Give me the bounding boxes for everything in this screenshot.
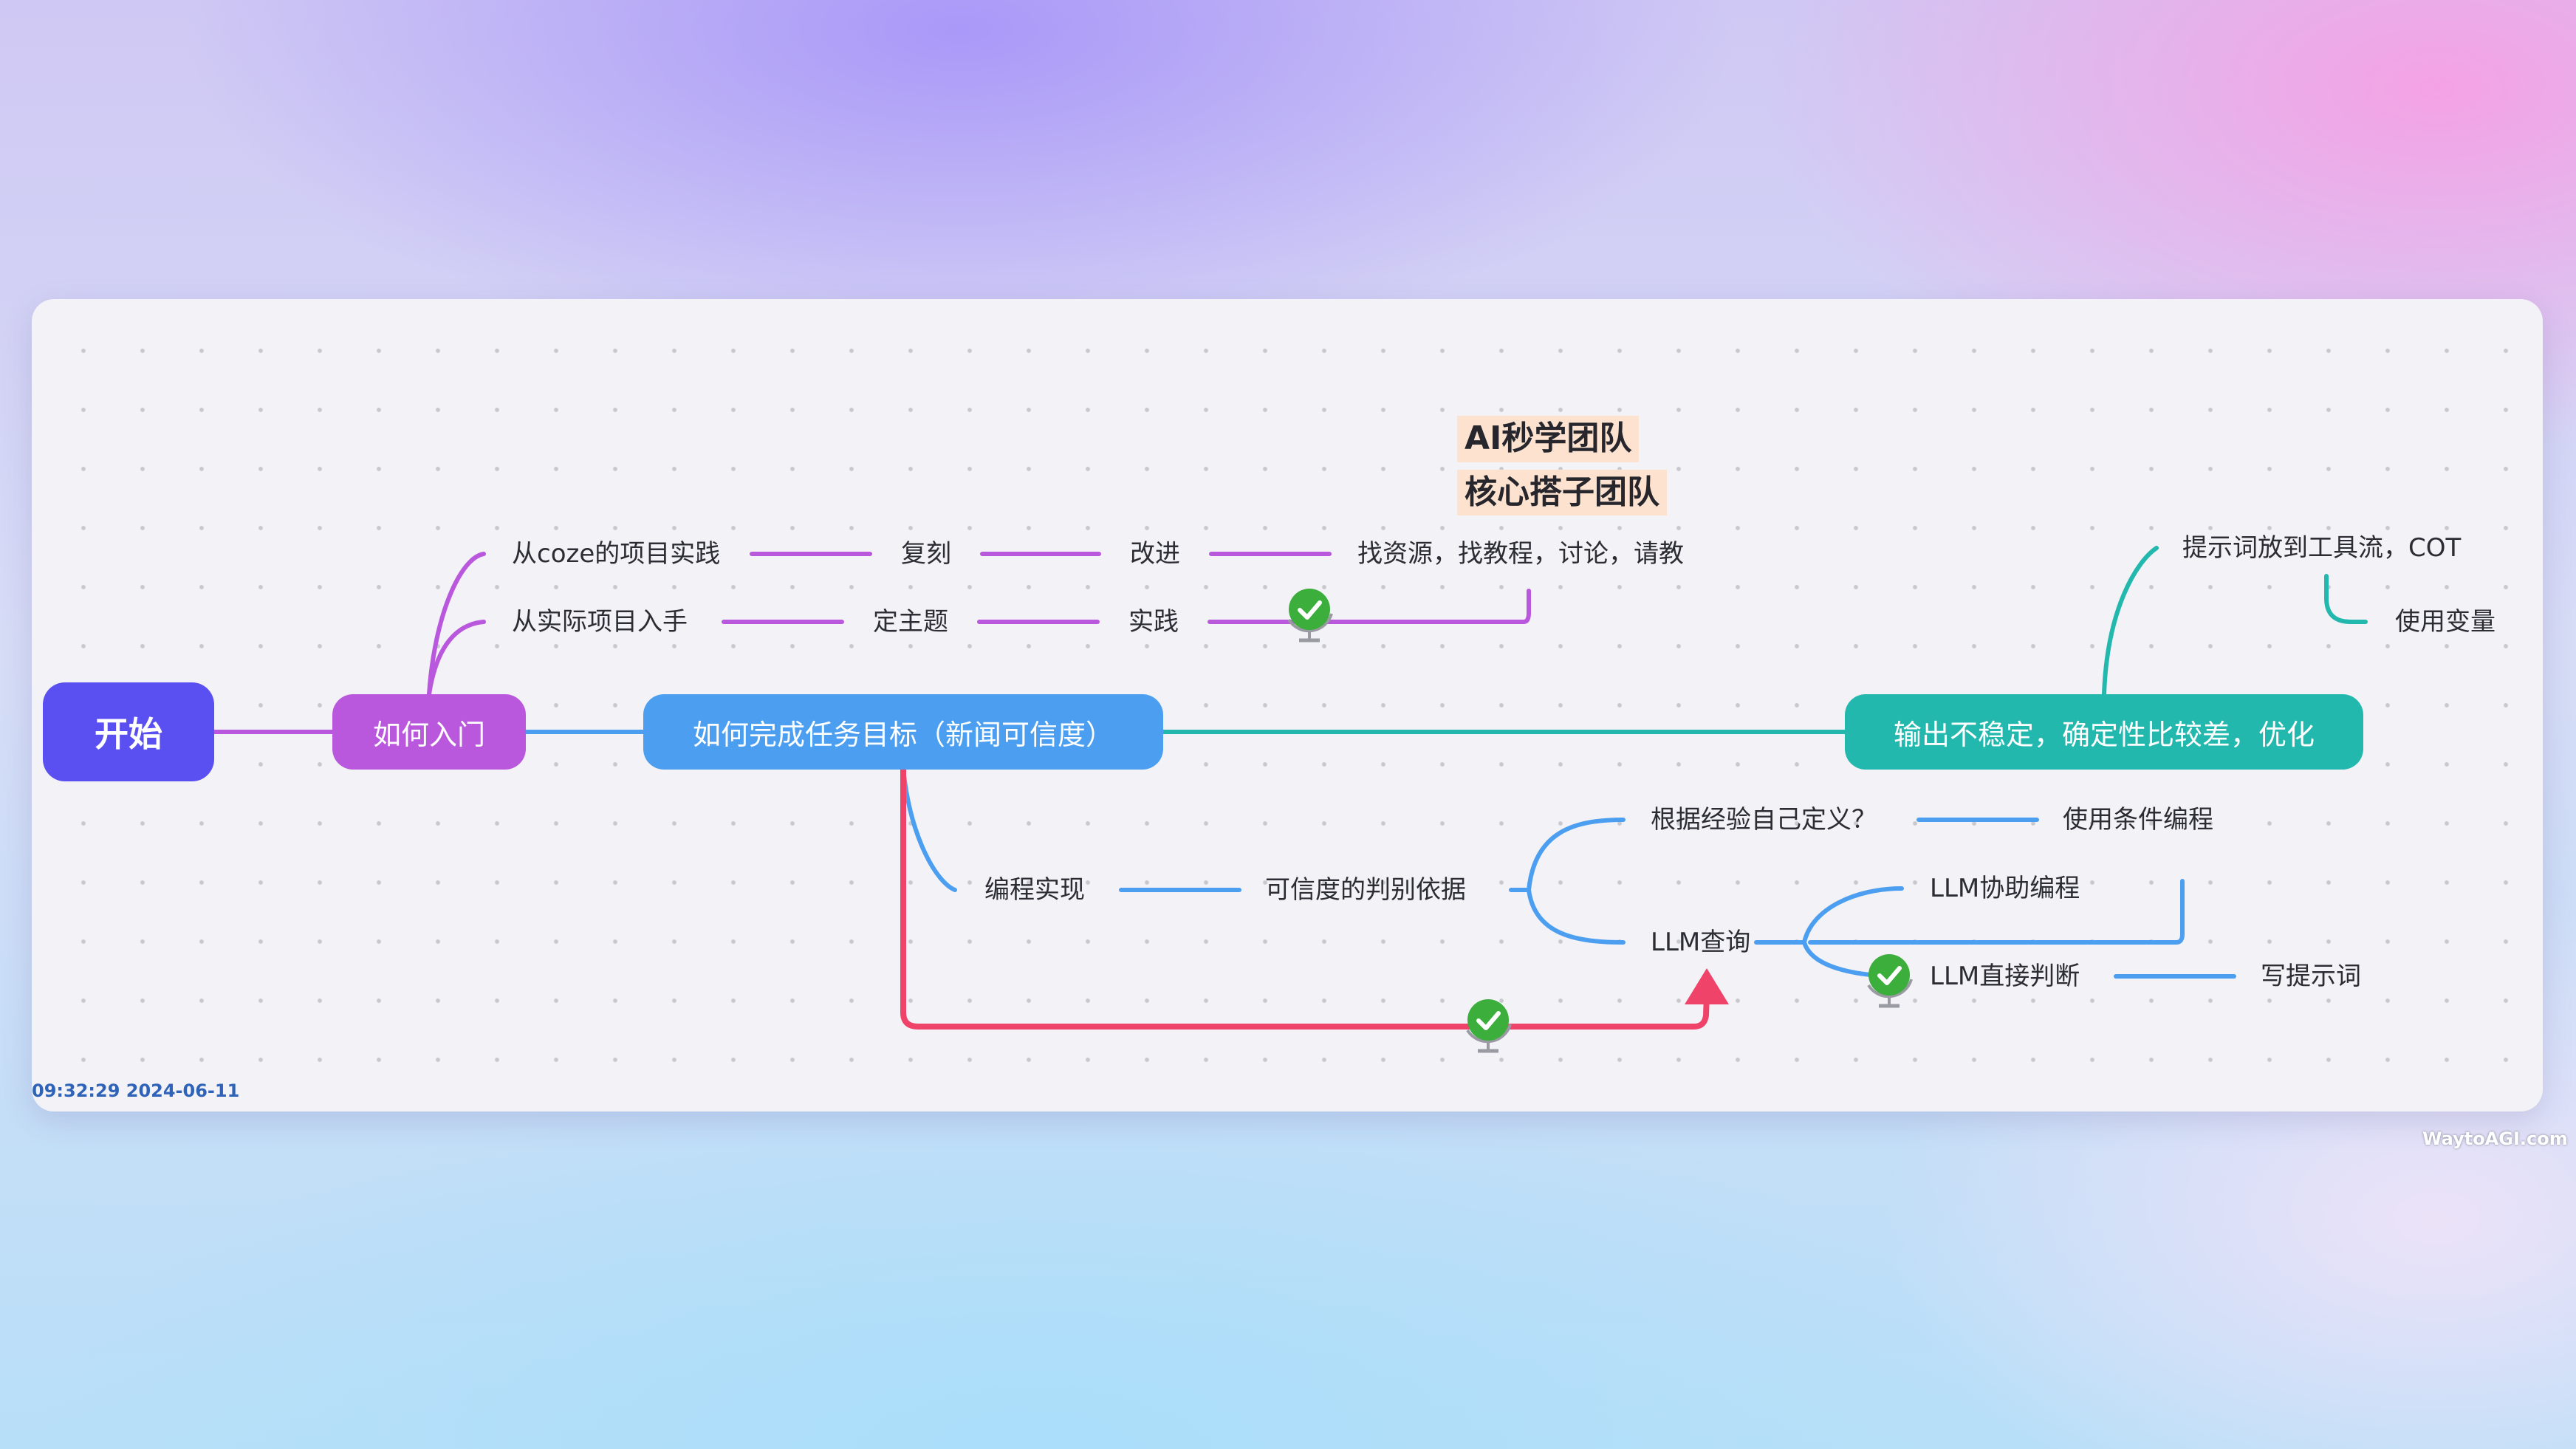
topic-coze-practice[interactable]: 从coze的项目实践: [512, 539, 721, 569]
topic-criteria[interactable]: 可信度的判别依据: [1265, 875, 1466, 905]
node-how-to-start[interactable]: 如何入门: [332, 694, 526, 770]
node-task-goal[interactable]: 如何完成任务目标（新闻可信度）: [643, 694, 1163, 770]
topic-real-project[interactable]: 从实际项目入手: [512, 607, 688, 637]
relation-arrow-head: [1685, 968, 1729, 1004]
edge-intro-coze: [427, 552, 486, 696]
topic-improve[interactable]: 改进: [1130, 539, 1180, 569]
relation-line: [900, 767, 1710, 1030]
edge-practice-resources: [1208, 589, 1531, 624]
connector-layer: [212, 546, 2368, 1053]
topic-llm-assist[interactable]: LLM协助编程: [1930, 874, 2080, 903]
edge-criteria-experience: [1527, 818, 1626, 892]
node-label: 如何完成任务目标（新闻可信度）: [692, 718, 1114, 751]
node-optimize[interactable]: 输出不稳定，确定性比较差，优化: [1845, 694, 2363, 770]
topic-llm-query[interactable]: LLM查询: [1651, 928, 1751, 957]
node-label: 如何入门: [372, 718, 485, 751]
topic-practice[interactable]: 实践: [1128, 607, 1179, 637]
check-globe-icon: [1287, 589, 1333, 643]
topic-use-variables[interactable]: 使用变量: [2395, 607, 2496, 637]
topic-experience[interactable]: 根据经验自己定义？: [1651, 805, 1877, 835]
topic-write-prompt[interactable]: 写提示词: [2261, 962, 2361, 991]
root-node-label: 开始: [95, 714, 162, 754]
topic-resources[interactable]: 找资源，找教程，讨论，请教: [1357, 539, 1684, 569]
floating-note-team[interactable]: AI秒学团队 核心搭子团队: [1457, 416, 1667, 516]
edge-optimize-prompt: [2102, 546, 2159, 696]
topic-replicate[interactable]: 复刻: [901, 539, 951, 569]
node-label: 输出不稳定，确定性比较差，优化: [1893, 718, 2315, 751]
edge-prompt-vars: [2324, 574, 2368, 624]
edge-criteria-llm: [1527, 888, 1626, 945]
topic-programming[interactable]: 编程实现: [984, 875, 1085, 905]
edge-intro-real: [427, 620, 486, 696]
watermark: WaytoAGI.com: [2422, 1128, 2568, 1149]
root-node-start[interactable]: 开始: [43, 682, 214, 781]
check-globe-icon: [1466, 999, 1512, 1053]
topic-set-topic[interactable]: 定主题: [873, 607, 948, 637]
edge-conditional-assist-link: [1808, 879, 2185, 945]
topic-llm-judge[interactable]: LLM直接判断: [1930, 962, 2080, 991]
note-line-2: 核心搭子团队: [1457, 469, 1667, 516]
mind-map-canvas: 开始 如何入门 如何完成任务目标（新闻可信度） 输出不稳定，确定性比较差，优化 …: [32, 299, 2543, 1111]
check-globe-icon: [1867, 954, 1913, 1008]
timestamp: 09:32:29 2024-06-11: [32, 1080, 240, 1101]
edge-goal-programming: [901, 767, 957, 892]
topic-prompt-to-tool[interactable]: 提示词放到工具流，COT: [2182, 533, 2462, 563]
topic-conditional[interactable]: 使用条件编程: [2063, 805, 2213, 835]
note-line-1: AI秒学团队: [1457, 416, 1640, 462]
edge-llm-assist: [1802, 886, 1904, 945]
